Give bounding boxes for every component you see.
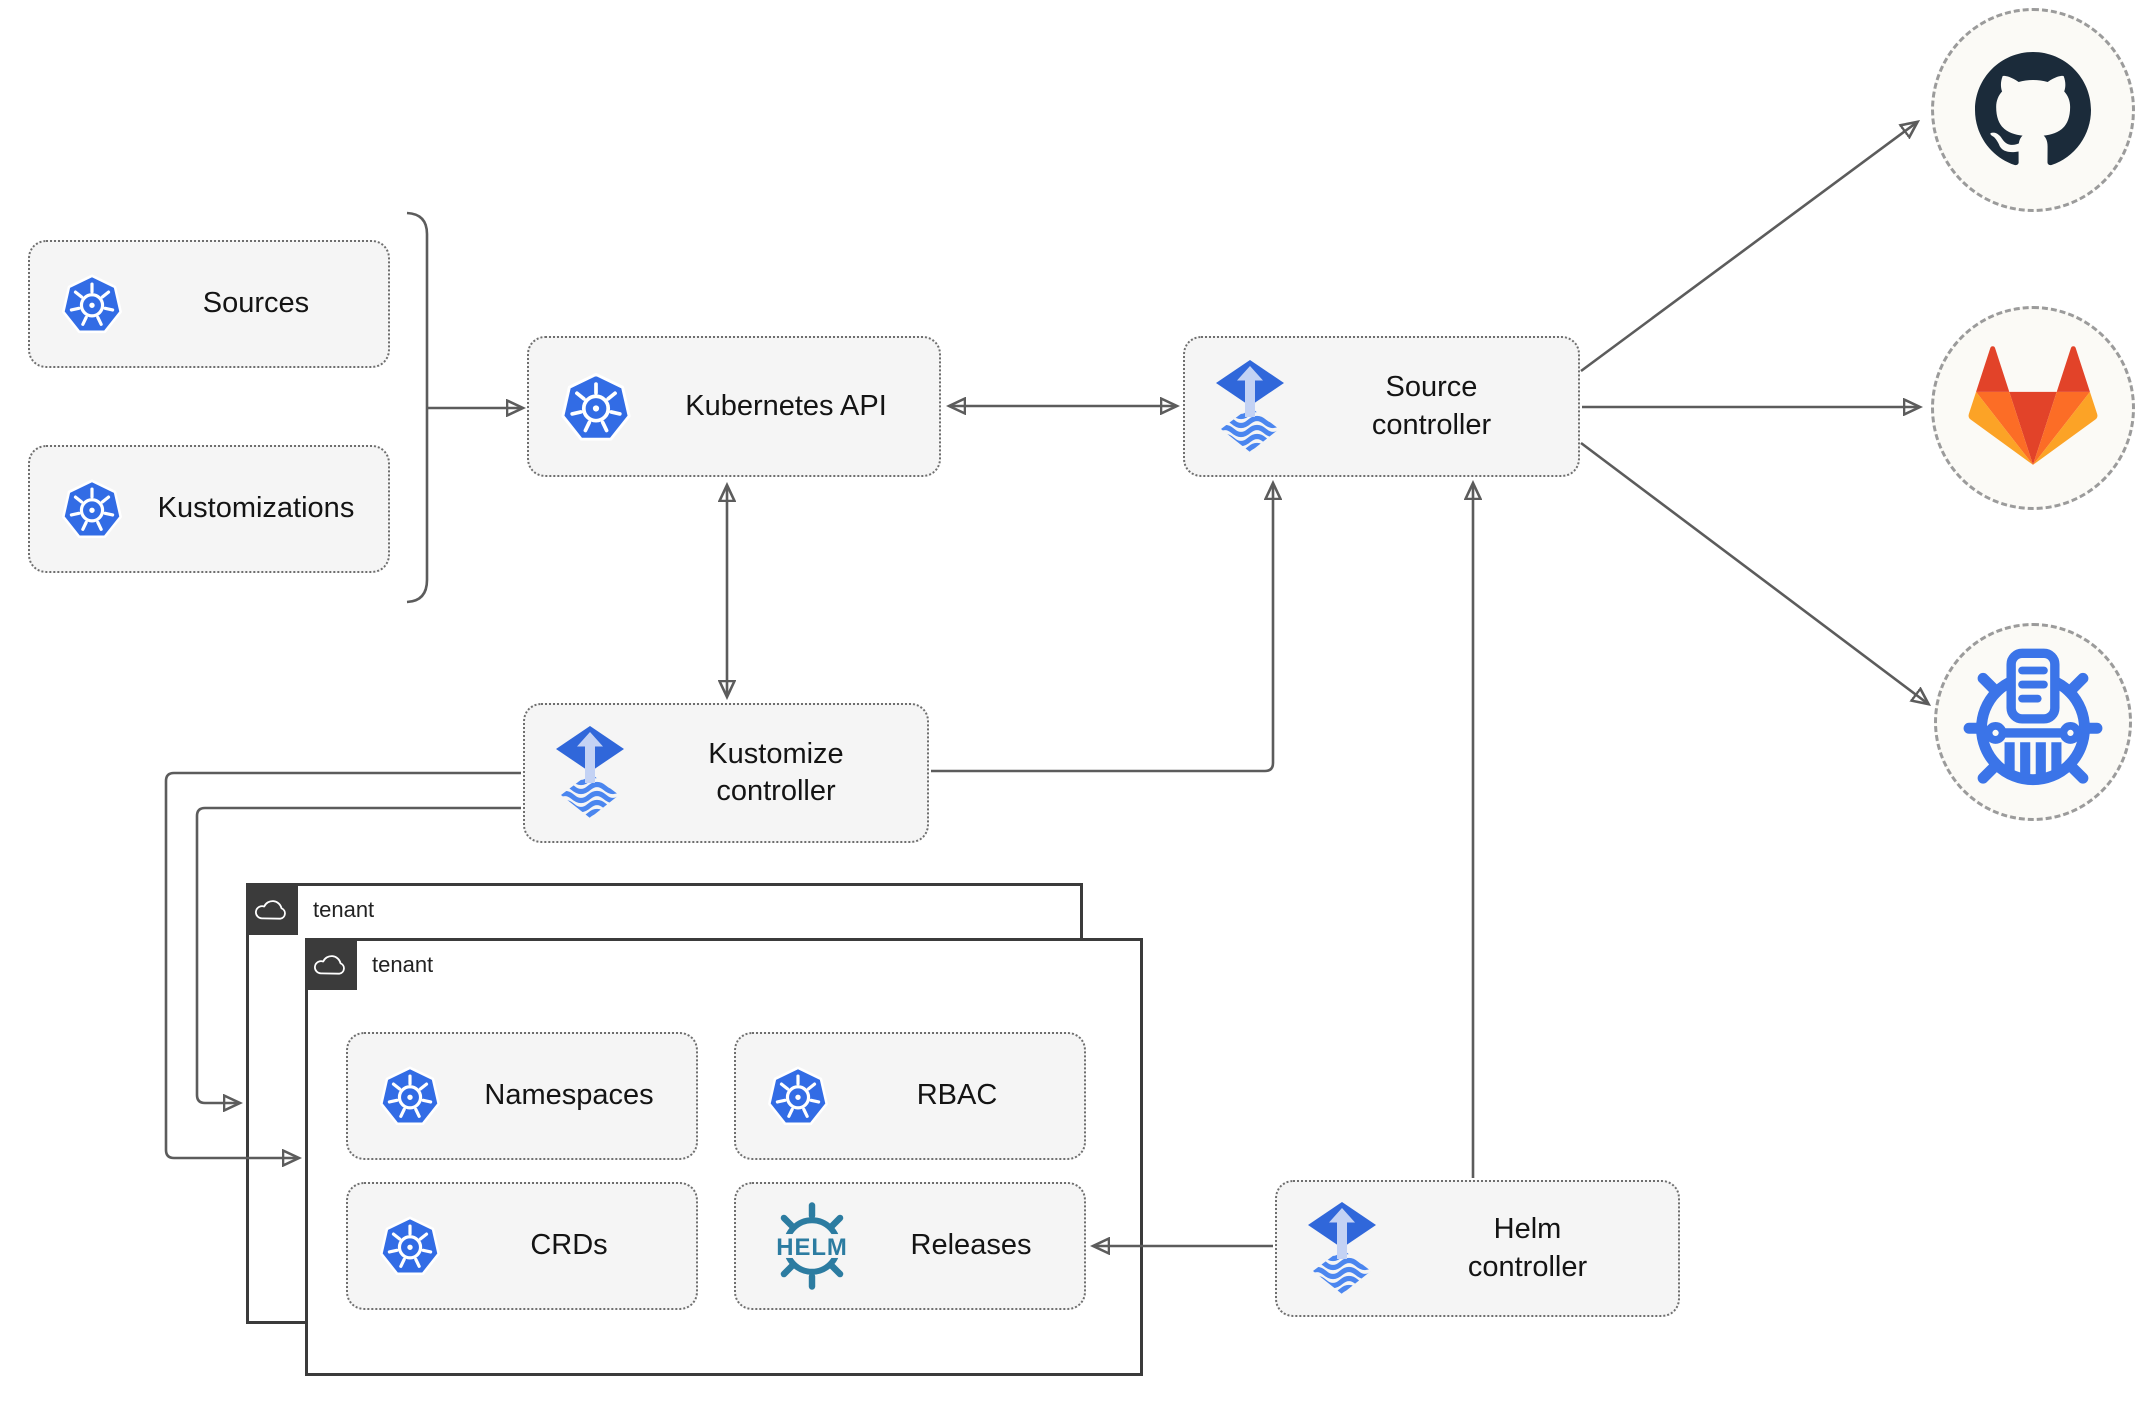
connector-bracket — [406, 211, 429, 604]
node-kustomizations-label: Kustomizations — [157, 492, 355, 525]
node-rbac-label: RBAC — [916, 1079, 998, 1112]
github-icon — [1975, 52, 2091, 166]
node-helm-controller: Helm controller — [1275, 1180, 1680, 1317]
node-sources: Sources — [28, 240, 390, 368]
tenant-label: tenant — [372, 952, 434, 977]
node-releases-label: Releases — [910, 1229, 1032, 1262]
cloud-icon — [255, 899, 286, 920]
flux-icon — [1215, 357, 1285, 457]
node-rbac: RBAC — [734, 1032, 1086, 1160]
node-namespaces-label: Namespaces — [484, 1079, 654, 1112]
helm-repository — [1934, 623, 2132, 821]
node-helm-controller-label: Helm controller — [1467, 1213, 1588, 1283]
connector-kustomize-to-source-controller — [931, 485, 1273, 773]
connector-source-to-helm-repository — [1580, 441, 1927, 703]
helm-logo-text: HELM — [776, 1234, 847, 1261]
node-kustomize-controller: Kustomize controller — [523, 703, 929, 843]
node-namespaces: Namespaces — [346, 1032, 698, 1160]
tenant-tab — [305, 938, 357, 990]
node-source-controller-label: Source controller — [1371, 371, 1492, 441]
node-kustomizations: Kustomizations — [28, 445, 390, 573]
tenant-label: tenant — [313, 897, 375, 922]
kubernetes-icon — [560, 372, 632, 441]
node-kubernetes-api-label: Kubernetes API — [685, 389, 887, 422]
node-sources-label: Sources — [202, 287, 310, 320]
flux-icon — [555, 723, 625, 823]
node-kubernetes-api: Kubernetes API — [527, 336, 941, 477]
tenant-tab — [246, 883, 298, 935]
kubernetes-icon — [61, 274, 123, 334]
kubernetes-icon — [379, 1216, 441, 1276]
node-kustomize-controller-label: Kustomize controller — [708, 737, 844, 807]
node-crds-label: CRDs — [530, 1229, 608, 1262]
node-crds: CRDs — [346, 1182, 698, 1310]
helm-repository-icon — [1955, 644, 2111, 800]
cloud-icon — [314, 954, 345, 975]
gitlab-icon — [1968, 346, 2098, 465]
github-repository — [1931, 8, 2135, 212]
connector-source-to-github — [1580, 123, 1916, 373]
node-releases: HELM Releases — [734, 1182, 1086, 1310]
flux-icon — [1307, 1199, 1377, 1299]
kubernetes-icon — [767, 1066, 829, 1126]
kubernetes-icon — [379, 1066, 441, 1126]
node-source-controller: Source controller — [1183, 336, 1580, 477]
kubernetes-icon — [61, 479, 123, 539]
gitlab-repository — [1931, 306, 2135, 510]
helm-icon: HELM — [776, 1202, 847, 1290]
